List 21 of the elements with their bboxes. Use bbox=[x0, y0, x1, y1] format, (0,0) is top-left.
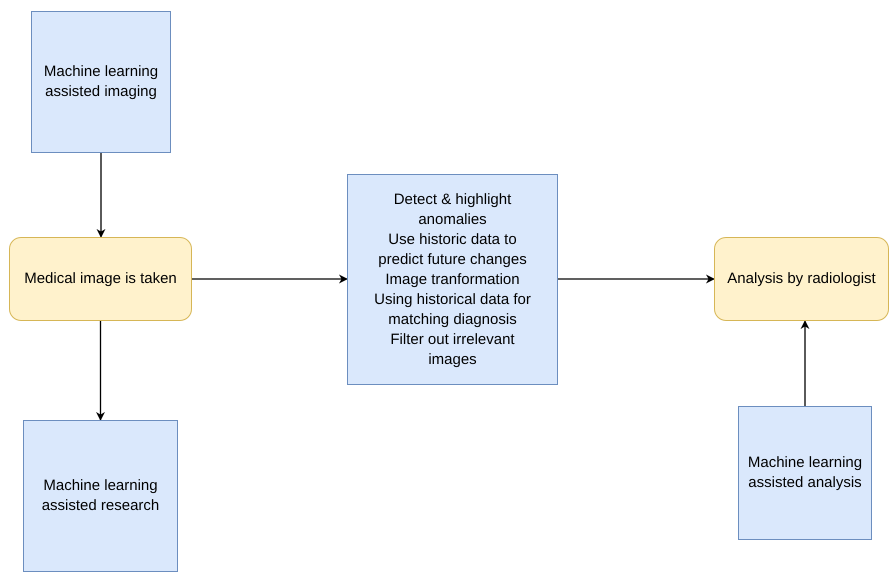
node-text: Image tranformation bbox=[385, 270, 520, 290]
node-text: Using historical data for matching diagnosis bbox=[373, 290, 532, 330]
arrow bbox=[96, 153, 106, 238]
info-box bbox=[738, 406, 872, 540]
info-box bbox=[31, 11, 171, 153]
arrow bbox=[800, 320, 810, 406]
node-text: Machine learning assisted analysis bbox=[746, 453, 864, 493]
node-text: Filter out irrelevant images bbox=[389, 330, 516, 370]
node-text: Detect & highlight anomalies bbox=[392, 190, 512, 230]
node-text: Machine learning assisted imaging bbox=[42, 62, 160, 102]
node-text: Machine learning assisted research bbox=[40, 476, 160, 516]
node-text: Use historic data to predict future changes bbox=[377, 230, 528, 270]
arrow bbox=[96, 321, 105, 421]
node-text: Medical image is taken bbox=[24, 269, 177, 289]
process-box bbox=[9, 237, 192, 321]
node-text: Analysis by radiologist bbox=[727, 269, 876, 289]
info-box bbox=[347, 174, 558, 385]
info-box bbox=[23, 420, 178, 572]
arrow bbox=[192, 274, 348, 284]
process-box bbox=[714, 237, 889, 321]
arrow bbox=[558, 274, 715, 284]
